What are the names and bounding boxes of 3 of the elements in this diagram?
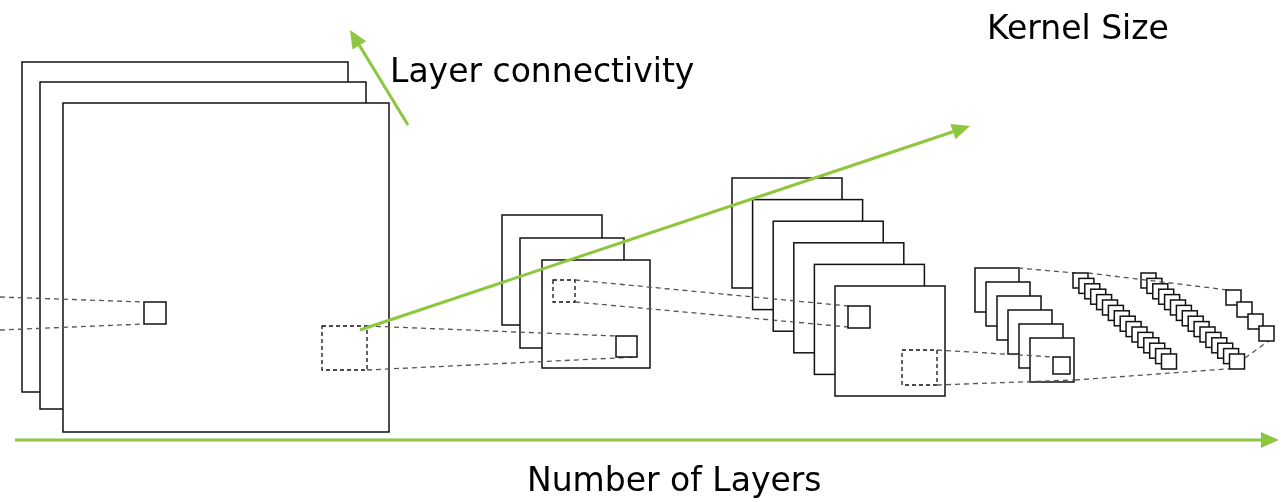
- axis-label: Number of Layers: [527, 462, 822, 499]
- axis-label: Layer connectivity: [390, 53, 695, 90]
- axis-label: Kernel Size: [987, 10, 1169, 47]
